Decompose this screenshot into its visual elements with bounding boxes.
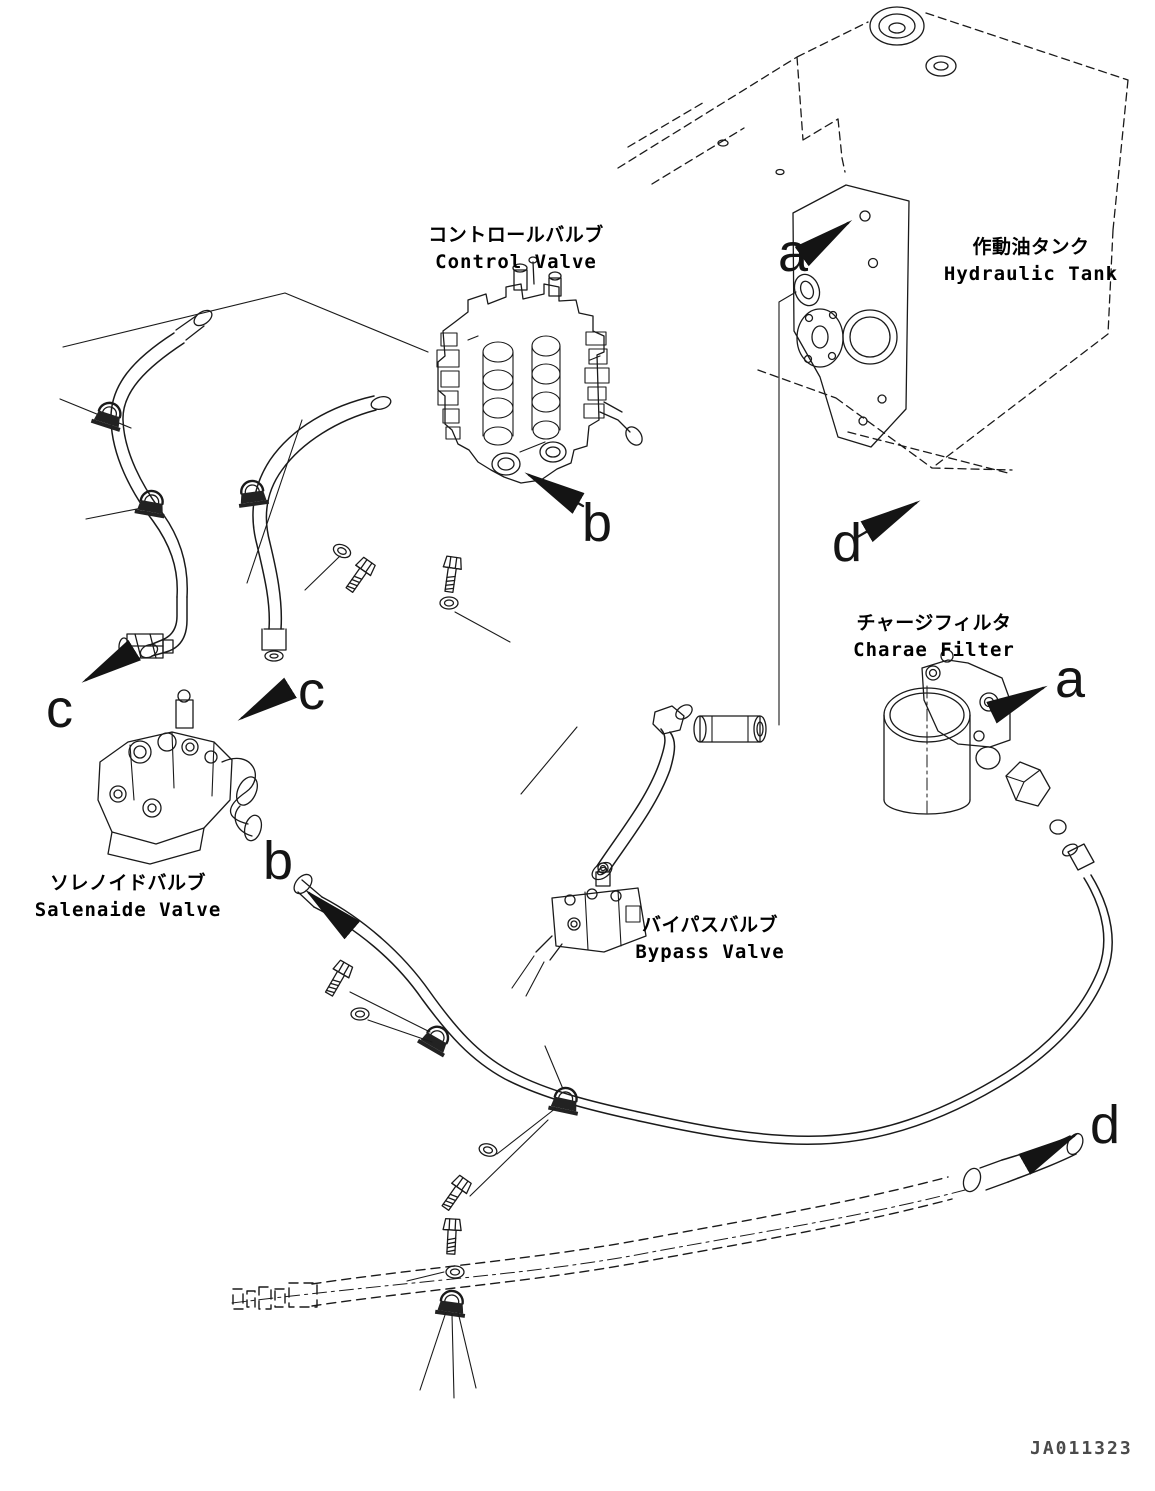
arrow-b-hose bbox=[305, 889, 361, 940]
arrow-a-tank bbox=[794, 219, 853, 267]
label-solenoid-valve-jp: ソレノイドバルブ bbox=[49, 872, 206, 894]
label-hydraulic-tank-en: Hydraulic Tank bbox=[943, 262, 1119, 285]
marker-c-left: c bbox=[46, 679, 73, 739]
arrow-c-left bbox=[81, 639, 141, 683]
left-hose-assembly-drawing bbox=[60, 293, 510, 661]
bottom-hose-drawing bbox=[232, 1131, 1086, 1398]
label-charge-filter: チャージフィルタ Charae Filter bbox=[853, 610, 1015, 663]
marker-d-hose: d bbox=[1090, 1095, 1121, 1155]
label-control-valve-en: Control Valve bbox=[435, 250, 597, 273]
marker-a-filter: a bbox=[1055, 649, 1086, 709]
label-bypass-valve-en: Bypass Valve bbox=[635, 940, 785, 963]
label-solenoid-valve: ソレノイドバルブ Salenaide Valve bbox=[35, 870, 222, 923]
label-hydraulic-tank: 作動油タンク Hydraulic Tank bbox=[944, 234, 1118, 287]
bypass-hose-drawing bbox=[521, 702, 766, 883]
control-valve-drawing bbox=[437, 257, 645, 483]
label-control-valve: コントロールバルブ Control Valve bbox=[428, 222, 604, 275]
main-hose-drawing bbox=[291, 871, 1113, 1214]
solenoid-valve-drawing bbox=[98, 690, 264, 864]
marker-a-tank: a bbox=[778, 223, 809, 283]
label-charge-filter-jp: チャージフィルタ bbox=[856, 612, 1012, 634]
marker-arrows bbox=[81, 219, 1079, 1175]
arrow-b-valve bbox=[524, 472, 585, 514]
hydraulic-tank-drawing bbox=[618, 7, 1128, 725]
marker-b-valve: b bbox=[582, 493, 613, 553]
marker-b-hose: b bbox=[263, 831, 294, 891]
label-charge-filter-en: Charae Filter bbox=[853, 638, 1015, 661]
label-bypass-valve: バイパスバルブ Bypass Valve bbox=[635, 912, 784, 965]
marker-c-solenoid: c bbox=[298, 661, 325, 721]
label-bypass-valve-jp: バイパスバルブ bbox=[641, 914, 779, 936]
drawing-number: JA011323 bbox=[1030, 1438, 1133, 1459]
label-control-valve-jp: コントロールバルブ bbox=[428, 224, 604, 246]
arrow-d-tank bbox=[854, 500, 921, 543]
bypass-valve-drawing bbox=[512, 863, 646, 996]
arrow-d-hose bbox=[1018, 1133, 1079, 1175]
label-solenoid-valve-en: Salenaide Valve bbox=[34, 898, 222, 921]
arrow-c-solenoid bbox=[237, 677, 297, 721]
label-hydraulic-tank-jp: 作動油タンク bbox=[972, 236, 1090, 258]
marker-d-tank: d bbox=[832, 513, 863, 573]
arrow-a-filter bbox=[986, 685, 1048, 724]
